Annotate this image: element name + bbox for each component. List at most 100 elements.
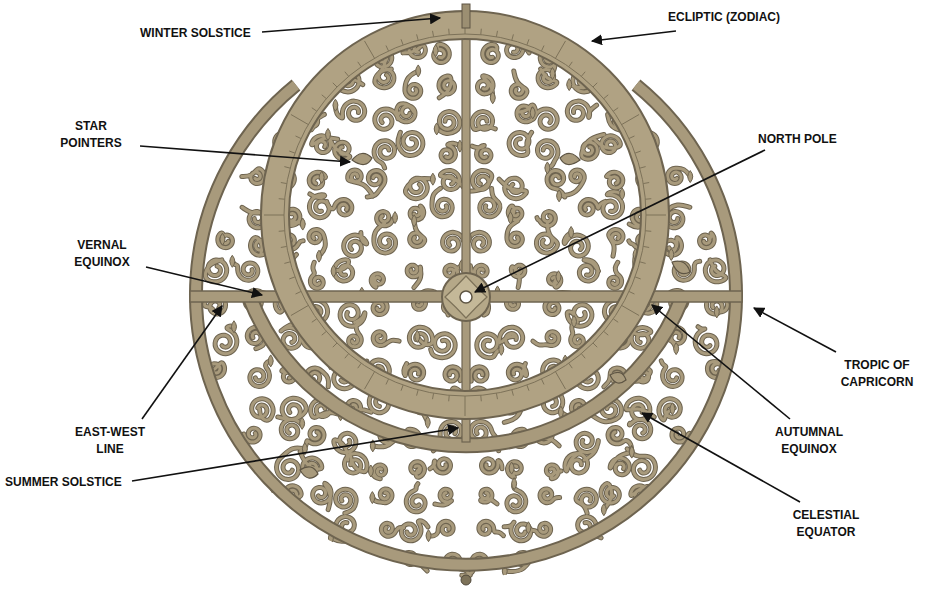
ecliptic-tick — [448, 29, 450, 35]
ecliptic-tick — [643, 246, 649, 247]
filigree-leaf — [415, 330, 420, 342]
filigree-scroll — [507, 484, 526, 512]
filigree-scroll — [406, 484, 425, 512]
filigree-leaf — [670, 403, 675, 415]
filigree-leaf — [508, 212, 513, 224]
filigree-scroll — [609, 229, 623, 256]
ecliptic-tick — [358, 363, 361, 368]
filigree-scroll — [242, 169, 265, 184]
filigree-scroll — [511, 71, 527, 98]
filigree-leaf — [325, 128, 330, 140]
ecliptic-tick — [279, 198, 285, 200]
ecliptic-scale-line — [284, 34, 646, 396]
filigree-scroll — [218, 233, 233, 248]
filigree-scroll — [564, 232, 588, 256]
leader-line — [592, 31, 676, 41]
filigree-scroll — [567, 101, 596, 120]
filigree-leaf — [220, 233, 225, 245]
ecliptic-tick — [358, 62, 361, 67]
meridian-bar — [462, 12, 470, 442]
filigree-leaf — [499, 343, 504, 355]
filigree-scroll — [507, 221, 522, 247]
filigree-leaf — [433, 45, 438, 57]
filigree-leaf — [231, 321, 236, 333]
filigree-scroll — [429, 521, 454, 536]
filigree-scroll — [281, 419, 302, 438]
filigree-scroll — [509, 132, 532, 155]
filigree-scroll — [540, 489, 560, 503]
ecliptic-tick — [480, 395, 482, 401]
filigree-scroll — [472, 145, 491, 161]
filigree-scroll — [705, 260, 726, 282]
ecliptic-tick — [291, 306, 308, 316]
ecliptic-tick — [284, 167, 290, 169]
filigree-scroll — [439, 76, 455, 98]
filigree-scroll — [579, 260, 598, 281]
filigree-scroll — [344, 232, 367, 256]
filigree-scroll — [546, 465, 561, 479]
ecliptic-tick — [386, 46, 389, 51]
ecliptic-tick — [417, 34, 419, 40]
ecliptic-tick — [312, 319, 317, 322]
filigree-scroll — [507, 484, 526, 512]
filigree-scroll — [250, 361, 271, 387]
filigree-scroll — [533, 332, 559, 346]
filigree-scroll — [499, 178, 526, 199]
filigree-scroll — [309, 172, 325, 188]
filigree-leaf — [412, 215, 417, 227]
ecliptic-tick — [496, 393, 497, 399]
ecliptic-ring-edge — [275, 25, 655, 405]
ecliptic-tick — [345, 354, 349, 359]
filigree-leaf — [601, 504, 606, 516]
ecliptic-tick — [365, 41, 375, 58]
filigree-scroll — [565, 451, 588, 473]
leader-line — [140, 146, 350, 162]
filigree-leaf — [512, 478, 517, 490]
ecliptic-tick — [333, 343, 337, 347]
filigree-scroll — [434, 44, 450, 62]
filigree-leaf — [557, 190, 562, 202]
ecliptic-tick — [569, 363, 572, 368]
ecliptic-tick — [345, 72, 349, 77]
part-label: EAST-WEST LINE — [66, 424, 154, 458]
filigree-leaf — [368, 465, 373, 477]
filigree-leaf — [567, 79, 572, 91]
filigree-scroll — [410, 221, 425, 247]
filigree-scroll — [443, 232, 464, 251]
filigree-leaf — [530, 107, 535, 119]
filigree-scroll — [517, 105, 536, 122]
filigree-scroll — [472, 112, 495, 130]
ecliptic-tick — [401, 39, 403, 45]
part-label: AUTUMNAL EQUINOX — [764, 424, 854, 458]
filigree-leaf — [300, 218, 305, 230]
filigree-scroll — [404, 364, 424, 380]
ecliptic-tick — [417, 390, 419, 396]
filigree-scroll — [375, 69, 394, 88]
filigree-scroll — [367, 170, 385, 196]
ecliptic-tick — [635, 277, 641, 279]
star-pointer — [672, 261, 690, 274]
ecliptic-tick — [512, 390, 514, 396]
filigree-scroll — [626, 398, 654, 419]
filigree-scroll — [409, 327, 432, 347]
solstice-mark — [462, 4, 470, 28]
filigree-scroll — [374, 141, 395, 168]
filigree-scroll — [533, 332, 559, 346]
part-label: VERNAL EQUINOX — [62, 237, 142, 271]
filigree-scroll — [313, 483, 331, 509]
filigree-scroll — [407, 265, 421, 287]
filigree-scroll — [508, 364, 526, 380]
filigree-scroll — [700, 233, 715, 247]
filigree-scroll — [536, 223, 557, 253]
filigree-scroll — [409, 327, 432, 347]
filigree-scroll — [374, 223, 396, 253]
filigree-scroll — [374, 223, 396, 253]
pole-hole — [460, 291, 472, 303]
filigree-leaf — [434, 123, 439, 135]
ecliptic-tick — [322, 95, 327, 99]
filigree-scroll — [437, 112, 460, 134]
star-pointer — [300, 467, 318, 478]
filigree-scroll — [517, 105, 536, 122]
